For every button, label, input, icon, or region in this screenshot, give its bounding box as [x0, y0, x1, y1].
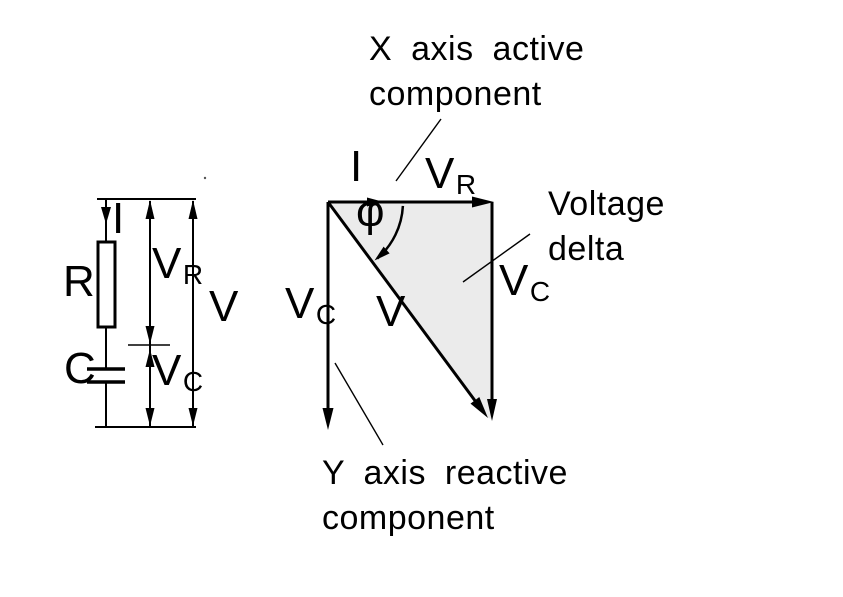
circuit-total-voltage-label: V	[209, 282, 239, 331]
circuit-vr-base: V	[152, 239, 182, 288]
voltage-delta-annotation: Voltage delta	[548, 182, 665, 272]
capacitor-label: C	[64, 344, 97, 393]
circuit-vc-base: V	[152, 346, 182, 395]
phasor-vr-subscript: R	[455, 169, 477, 200]
phasor-v-label: V	[376, 287, 406, 336]
vc-axis-vector-arrowhead	[322, 408, 334, 430]
resistor-label: R	[63, 257, 96, 306]
phasor-vc-delta-subscript: C	[529, 276, 551, 307]
y-axis-annotation-line2: component	[322, 499, 495, 537]
phasor-current-label: I	[350, 142, 363, 191]
y-axis-annotation: Y axis reactive component	[322, 451, 568, 541]
resistor-symbol	[96, 240, 117, 329]
v-measure-arrow-up	[188, 200, 198, 219]
v-vector-line	[326, 201, 478, 403]
y-axis-leader-line	[334, 362, 384, 446]
x-axis-annotation-line1: X axis active	[369, 30, 585, 68]
voltage-delta-annotation-line1: Voltage	[548, 185, 665, 223]
x-axis-annotation: X axis active component	[369, 27, 584, 117]
voltage-delta-annotation-line2: delta	[548, 230, 625, 268]
stray-dot	[203, 176, 207, 180]
vr-vector-arrowhead	[472, 196, 494, 208]
circuit-vr-subscript: R	[182, 259, 204, 290]
circuit-vr-label: VR	[152, 242, 204, 297]
circuit-vc-subscript: C	[182, 366, 204, 397]
phase-angle-arc-arrowhead	[374, 246, 390, 261]
phasor-vr-base: V	[425, 149, 455, 198]
phasor-diagram	[322, 196, 497, 430]
phasor-vc-delta-base: V	[499, 256, 529, 305]
v-measure-arrow-down	[188, 408, 198, 426]
y-axis-annotation-line1: Y axis reactive	[322, 454, 568, 492]
phasor-vr-label: VR	[425, 152, 477, 207]
phase-angle-label: φ	[356, 187, 386, 236]
vc-measure-arrow-up	[145, 349, 155, 367]
voltage-delta-leader-line	[462, 233, 531, 283]
vr-measure-arrow-down	[145, 326, 155, 344]
circuit-schematic	[87, 176, 207, 428]
circuit-vc-label: VC	[152, 349, 204, 404]
current-direction-arrowhead	[367, 197, 384, 207]
vr-measure-arrow-up	[145, 200, 155, 219]
x-axis-leader-line	[395, 118, 442, 182]
annotation-leaders	[334, 118, 531, 446]
current-arrowhead	[101, 207, 111, 224]
x-axis-annotation-line2: component	[369, 75, 542, 113]
vc-measure-arrow-down	[145, 408, 155, 426]
phasor-vc-axis-base: V	[285, 279, 315, 328]
circuit-current-label: I	[112, 194, 125, 243]
phasor-vc-axis-subscript: C	[315, 299, 337, 330]
vc-delta-arrowhead	[487, 399, 497, 421]
phasor-vc-delta-label: VC	[499, 259, 551, 314]
v-vector-arrowhead	[470, 397, 488, 418]
phasor-vc-axis-label: VC	[285, 282, 337, 337]
